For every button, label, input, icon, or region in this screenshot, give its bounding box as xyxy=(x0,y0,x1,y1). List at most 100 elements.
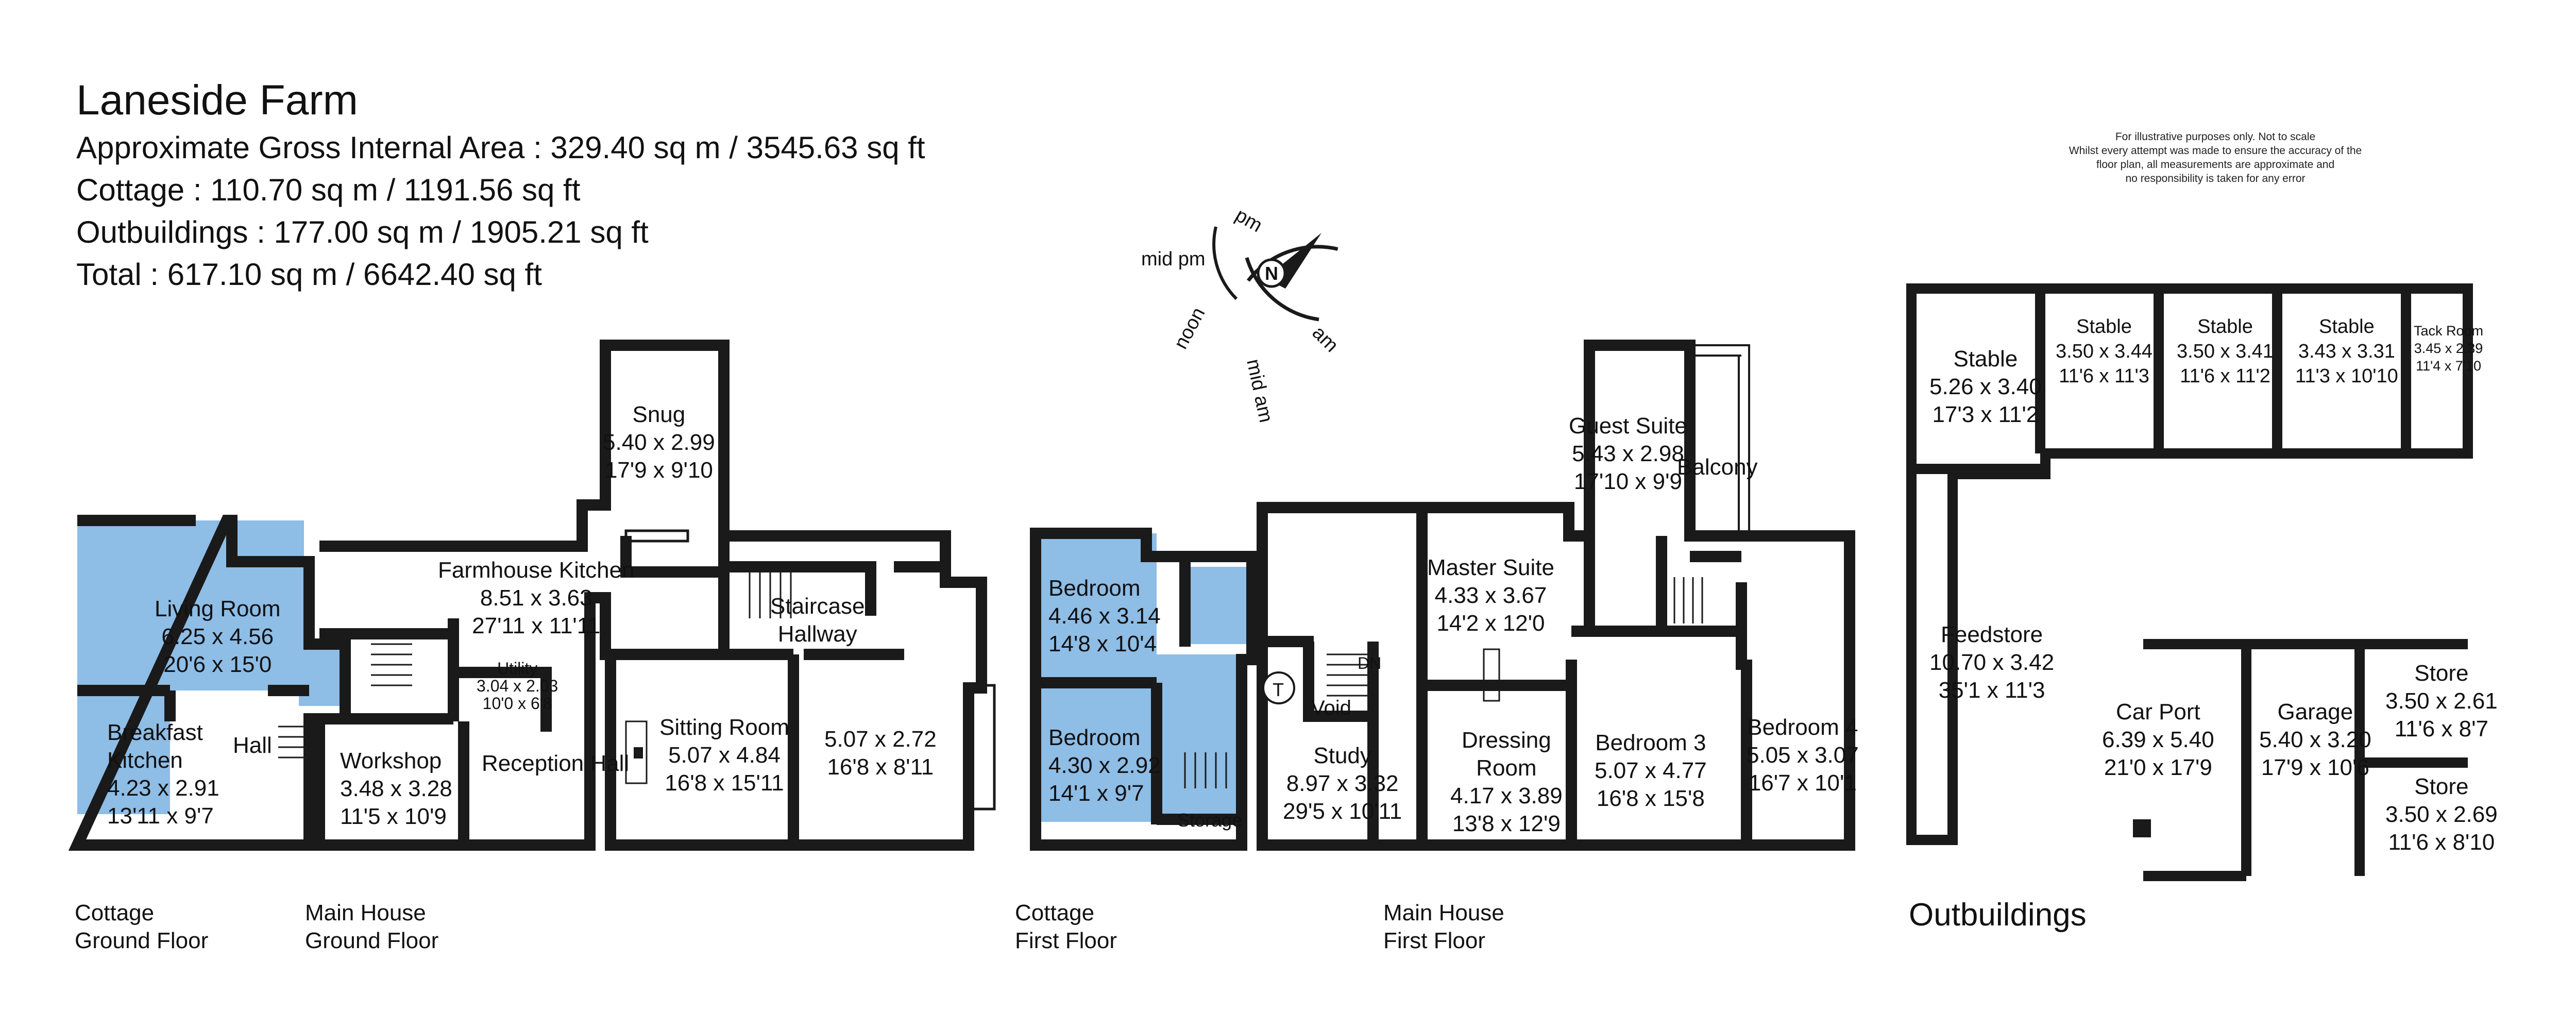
room-imperial: 21'0 x 17'9 xyxy=(2104,755,2212,780)
room-name: Bedroom 3 xyxy=(1595,730,1706,755)
room-name: Study xyxy=(1313,743,1371,768)
room-imperial: 35'1 x 11'3 xyxy=(1938,678,2045,703)
disclaimer-line: floor plan, all measurements are approxi… xyxy=(2096,159,2335,171)
floor-label-line: First Floor xyxy=(1383,928,1485,953)
room-name: Hall xyxy=(233,733,272,758)
floor-label-line: First Floor xyxy=(1015,928,1117,953)
room-imperial: 27'11 x 11'11 xyxy=(472,613,601,638)
room-dims: 5.07 x 2.72 xyxy=(824,727,937,752)
room-imperial: 14'2 x 12'0 xyxy=(1436,611,1545,636)
room-dims: 5.43 x 2.98 xyxy=(1572,441,1684,466)
room-name: Sitting Room xyxy=(659,715,789,740)
garage-label: Garage 5.40 x 3.20 17'9 x 10'6 xyxy=(2259,698,2371,782)
room-dims: 4.30 x 2.92 xyxy=(1048,753,1161,778)
tank-icon xyxy=(1262,671,1295,704)
gross-area-text: Approximate Gross Internal Area : 329.40… xyxy=(76,130,925,165)
room-dims: 4.46 x 3.14 xyxy=(1048,603,1161,629)
room-dims: 10.70 x 3.42 xyxy=(1929,650,2055,675)
hall-label: Hall xyxy=(233,732,272,760)
room-dims: 3.48 x 3.28 xyxy=(340,776,452,801)
cottage-bath-fill xyxy=(1185,567,1252,644)
room-dims: 4.17 x 3.89 xyxy=(1450,783,1563,808)
room-name: Hallway xyxy=(777,621,857,647)
stable-3-label: Stable 3.50 x 3.41 11'6 x 11'2 xyxy=(2177,314,2274,389)
room-imperial: 29'5 x 10'11 xyxy=(1283,799,1402,824)
workshop-label: Workshop 3.48 x 3.28 11'5 x 10'9 xyxy=(340,747,452,831)
floor-label-line: Ground Floor xyxy=(75,928,209,953)
room-name: Dressing xyxy=(1462,728,1551,753)
floor-label-main-first: Main House First Floor xyxy=(1383,899,1504,955)
breakfast-kitchen-label: Breakfast Kitchen 4.23 x 2.91 13'11 x 9'… xyxy=(107,719,219,830)
room-imperial: 11'3 x 10'10 xyxy=(2295,365,2398,387)
room-dims: 5.40 x 3.20 xyxy=(2259,727,2371,752)
room-name: Farmhouse Kitchen xyxy=(438,558,635,583)
room-imperial: 11'4 x 7'10 xyxy=(2416,358,2481,374)
room-dims: 8.51 x 3.63 xyxy=(480,585,592,611)
room-name: Store xyxy=(2414,661,2469,686)
room-dims: 5.07 x 4.77 xyxy=(1595,758,1707,783)
floor-label-outbuildings: Outbuildings xyxy=(1909,897,2087,933)
room-name: Breakfast xyxy=(107,720,203,745)
reception-hall-label: Reception Hall xyxy=(482,750,629,778)
floor-label-line: Ground Floor xyxy=(305,928,439,953)
room-imperial: 17'9 x 10'6 xyxy=(2261,755,2369,780)
room-imperial: 10'0 x 6'8 xyxy=(482,694,552,713)
room-name: Living Room xyxy=(155,596,281,621)
room-dims: 5.07 x 4.84 xyxy=(668,743,781,768)
first-floor-plan xyxy=(1030,340,1855,851)
room-dims: 5.26 x 3.40 xyxy=(1929,374,2042,399)
room-name: Garage xyxy=(2277,699,2353,724)
room-dims: 4.23 x 2.91 xyxy=(107,776,219,801)
room-name: Bedroom 4 xyxy=(1747,715,1858,740)
room-imperial: 13'8 x 12'9 xyxy=(1452,811,1561,836)
room-imperial: 14'8 x 10'4 xyxy=(1048,631,1157,656)
room-imperial: 11'5 x 10'9 xyxy=(340,804,447,829)
car-port-label: Car Port 6.39 x 5.40 21'0 x 17'9 xyxy=(2102,698,2214,782)
floor-label-cottage-ground: Cottage Ground Floor xyxy=(75,899,208,955)
tack-room-label: Tack Room 3.45 x 2.39 11'4 x 7'10 xyxy=(2414,322,2483,375)
total-area-text: Total : 617.10 sq m / 6642.40 sq ft xyxy=(76,257,542,292)
floor-label-line: Main House xyxy=(1383,900,1504,925)
study-label: Study 8.97 x 3.32 29'5 x 10'11 xyxy=(1283,742,1402,825)
room-name: Feedstore xyxy=(1941,622,2043,647)
room-dims: 5.05 x 3.07 xyxy=(1747,743,1859,768)
dressing-room-label: Dressing Room 4.17 x 3.89 13'8 x 12'9 xyxy=(1450,727,1563,838)
room-name: Staircase xyxy=(770,594,865,619)
dn-label: DN xyxy=(1358,654,1382,672)
master-suite-label: Master Suite 4.33 x 3.67 14'2 x 12'0 xyxy=(1427,554,1554,637)
staircase-hallway-label: Staircase Hallway xyxy=(770,593,865,648)
room-dims: 8.97 x 3.32 xyxy=(1286,771,1399,796)
room-name: Room xyxy=(1476,755,1537,781)
disclaimer-line: Whilst every attempt was made to ensure … xyxy=(2069,145,2362,157)
room-name: Bedroom xyxy=(1048,576,1141,601)
bedroom-b-label: Bedroom 4.30 x 2.92 14'1 x 9'7 xyxy=(1048,724,1161,807)
room-dims: 3.04 x 2.03 xyxy=(477,677,558,695)
room-name: Stable xyxy=(2076,316,2132,338)
room-name: Master Suite xyxy=(1427,555,1554,580)
store-1-label: Store 3.50 x 2.61 11'6 x 8'7 xyxy=(2385,660,2498,743)
stable-1-label: Stable 5.26 x 3.40 17'3 x 11'2 xyxy=(1929,345,2042,429)
room-dims: 5.40 x 2.99 xyxy=(603,430,715,455)
store-2-label: Store 3.50 x 2.69 11'6 x 8'10 xyxy=(2385,773,2498,856)
landing-fill xyxy=(1157,654,1239,819)
tank-label: T xyxy=(1273,679,1284,700)
floor-label-main-ground: Main House Ground Floor xyxy=(305,899,438,955)
room-name: Kitchen xyxy=(107,748,183,773)
compass-mid-pm-label: mid pm xyxy=(1141,248,1206,270)
feedstore-label: Feedstore 10.70 x 3.42 35'1 x 11'3 xyxy=(1929,621,2054,704)
room-name: Store xyxy=(2414,774,2469,799)
room-dims: 3.45 x 2.39 xyxy=(2414,341,2483,356)
property-title: Laneside Farm xyxy=(76,77,358,124)
room-name: Guest Suite xyxy=(1569,413,1687,439)
room-dims: 6.25 x 4.56 xyxy=(161,624,274,649)
room-name: Stable xyxy=(2197,316,2253,338)
bedroom-a-fill xyxy=(1036,533,1157,683)
sitting-room-label: Sitting Room 5.07 x 4.84 16'8 x 15'11 xyxy=(659,714,789,797)
room-imperial: 16'8 x 15'8 xyxy=(1596,786,1705,811)
room-dims: 3.50 x 2.69 xyxy=(2385,802,2498,827)
room-name: Bedroom xyxy=(1048,725,1141,750)
disclaimer: For illustrative purposes only. Not to s… xyxy=(1994,130,2437,186)
room-dims: 3.50 x 3.41 xyxy=(2177,341,2274,362)
ground-floor-plan xyxy=(68,340,996,851)
